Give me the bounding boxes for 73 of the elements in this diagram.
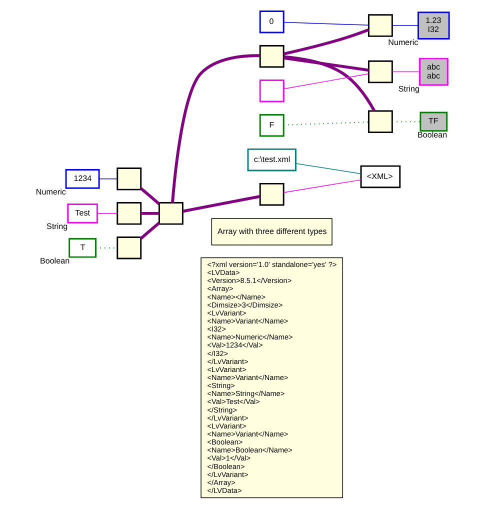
label: <I32> <box>207 324 226 334</box>
connector <box>283 73 369 90</box>
node-box <box>259 45 284 68</box>
label: </LvVariant> <box>207 470 248 479</box>
node-label: Numeric <box>36 188 66 197</box>
connector <box>392 71 420 72</box>
label: <Boolean> <box>207 438 243 447</box>
label: </Array> <box>207 478 236 487</box>
label: </LvVariant> <box>207 356 248 366</box>
connector <box>96 213 118 214</box>
label: <Name>Boolean</Name> <box>207 446 292 455</box>
label: <Name>Variant</Name> <box>207 316 288 326</box>
node-label: String <box>46 222 68 232</box>
label: <Name>Variant</Name> <box>207 429 288 438</box>
label: <Name>Variant</Name> <box>207 372 288 382</box>
label: <Name>String</Name> <box>207 389 285 398</box>
node-box <box>259 79 284 102</box>
connector <box>140 222 160 240</box>
node-box: 1.23 I32 <box>418 12 450 40</box>
label: </Boolean> <box>207 462 245 471</box>
node-box <box>368 110 393 134</box>
connector <box>171 54 260 203</box>
node-label: Boolean <box>40 256 70 266</box>
node-box <box>116 202 142 225</box>
node-box: <XML> <box>360 165 401 188</box>
node-box <box>259 182 284 206</box>
node-box: Test <box>67 204 98 224</box>
label: <Name>Numeric</Name> <box>207 332 293 342</box>
node-box: 1234 <box>65 169 100 189</box>
node-box <box>368 60 393 84</box>
label: </String> <box>207 405 238 414</box>
connector <box>283 22 369 26</box>
node-label: String <box>398 84 420 94</box>
node-box <box>158 202 184 225</box>
node-box: T <box>68 238 96 258</box>
label: Array with three different types <box>218 226 327 236</box>
label: <Val>Test</Val> <box>207 397 260 406</box>
node-label: Numeric <box>388 38 418 48</box>
connector <box>182 195 260 213</box>
connector <box>140 212 160 215</box>
label: <?xml version='1.0' standalone='yes' ?> <box>207 260 337 269</box>
node-box: TF <box>420 112 448 132</box>
node-box <box>368 14 393 37</box>
node-label: Boolean <box>418 130 448 140</box>
node-box: 0 <box>259 10 284 34</box>
connector <box>140 187 160 206</box>
label: <LvVariant> <box>207 308 246 318</box>
connector <box>392 25 419 26</box>
connector <box>284 55 376 112</box>
label: <LVData> <box>207 268 240 278</box>
connector <box>284 122 369 126</box>
label: </LvVariant> <box>207 413 248 422</box>
label: </I32> <box>207 348 228 358</box>
node-box: c:\test.xml <box>247 148 296 172</box>
node-box: abc abc <box>418 58 448 86</box>
label: <Array> <box>207 284 234 294</box>
label: <LvVariant> <box>207 364 246 374</box>
label: <LvVariant> <box>207 421 246 430</box>
label: <Version>8.5.1</Version> <box>207 276 292 286</box>
connector <box>98 178 118 180</box>
connector <box>283 179 362 193</box>
label: <String> <box>207 381 235 390</box>
label: <Dimsize>3</Dimsize> <box>207 300 283 310</box>
label: <Val>1234</Val> <box>207 340 263 350</box>
connector <box>283 28 369 56</box>
label: <Val>1</Val> <box>207 454 251 463</box>
connector <box>283 56 369 72</box>
node-box: F <box>259 114 284 137</box>
node-box <box>116 168 142 190</box>
label: <Name></Name> <box>207 292 266 302</box>
connector <box>295 163 362 174</box>
node-box <box>116 236 142 260</box>
label: </LVData> <box>207 486 242 495</box>
